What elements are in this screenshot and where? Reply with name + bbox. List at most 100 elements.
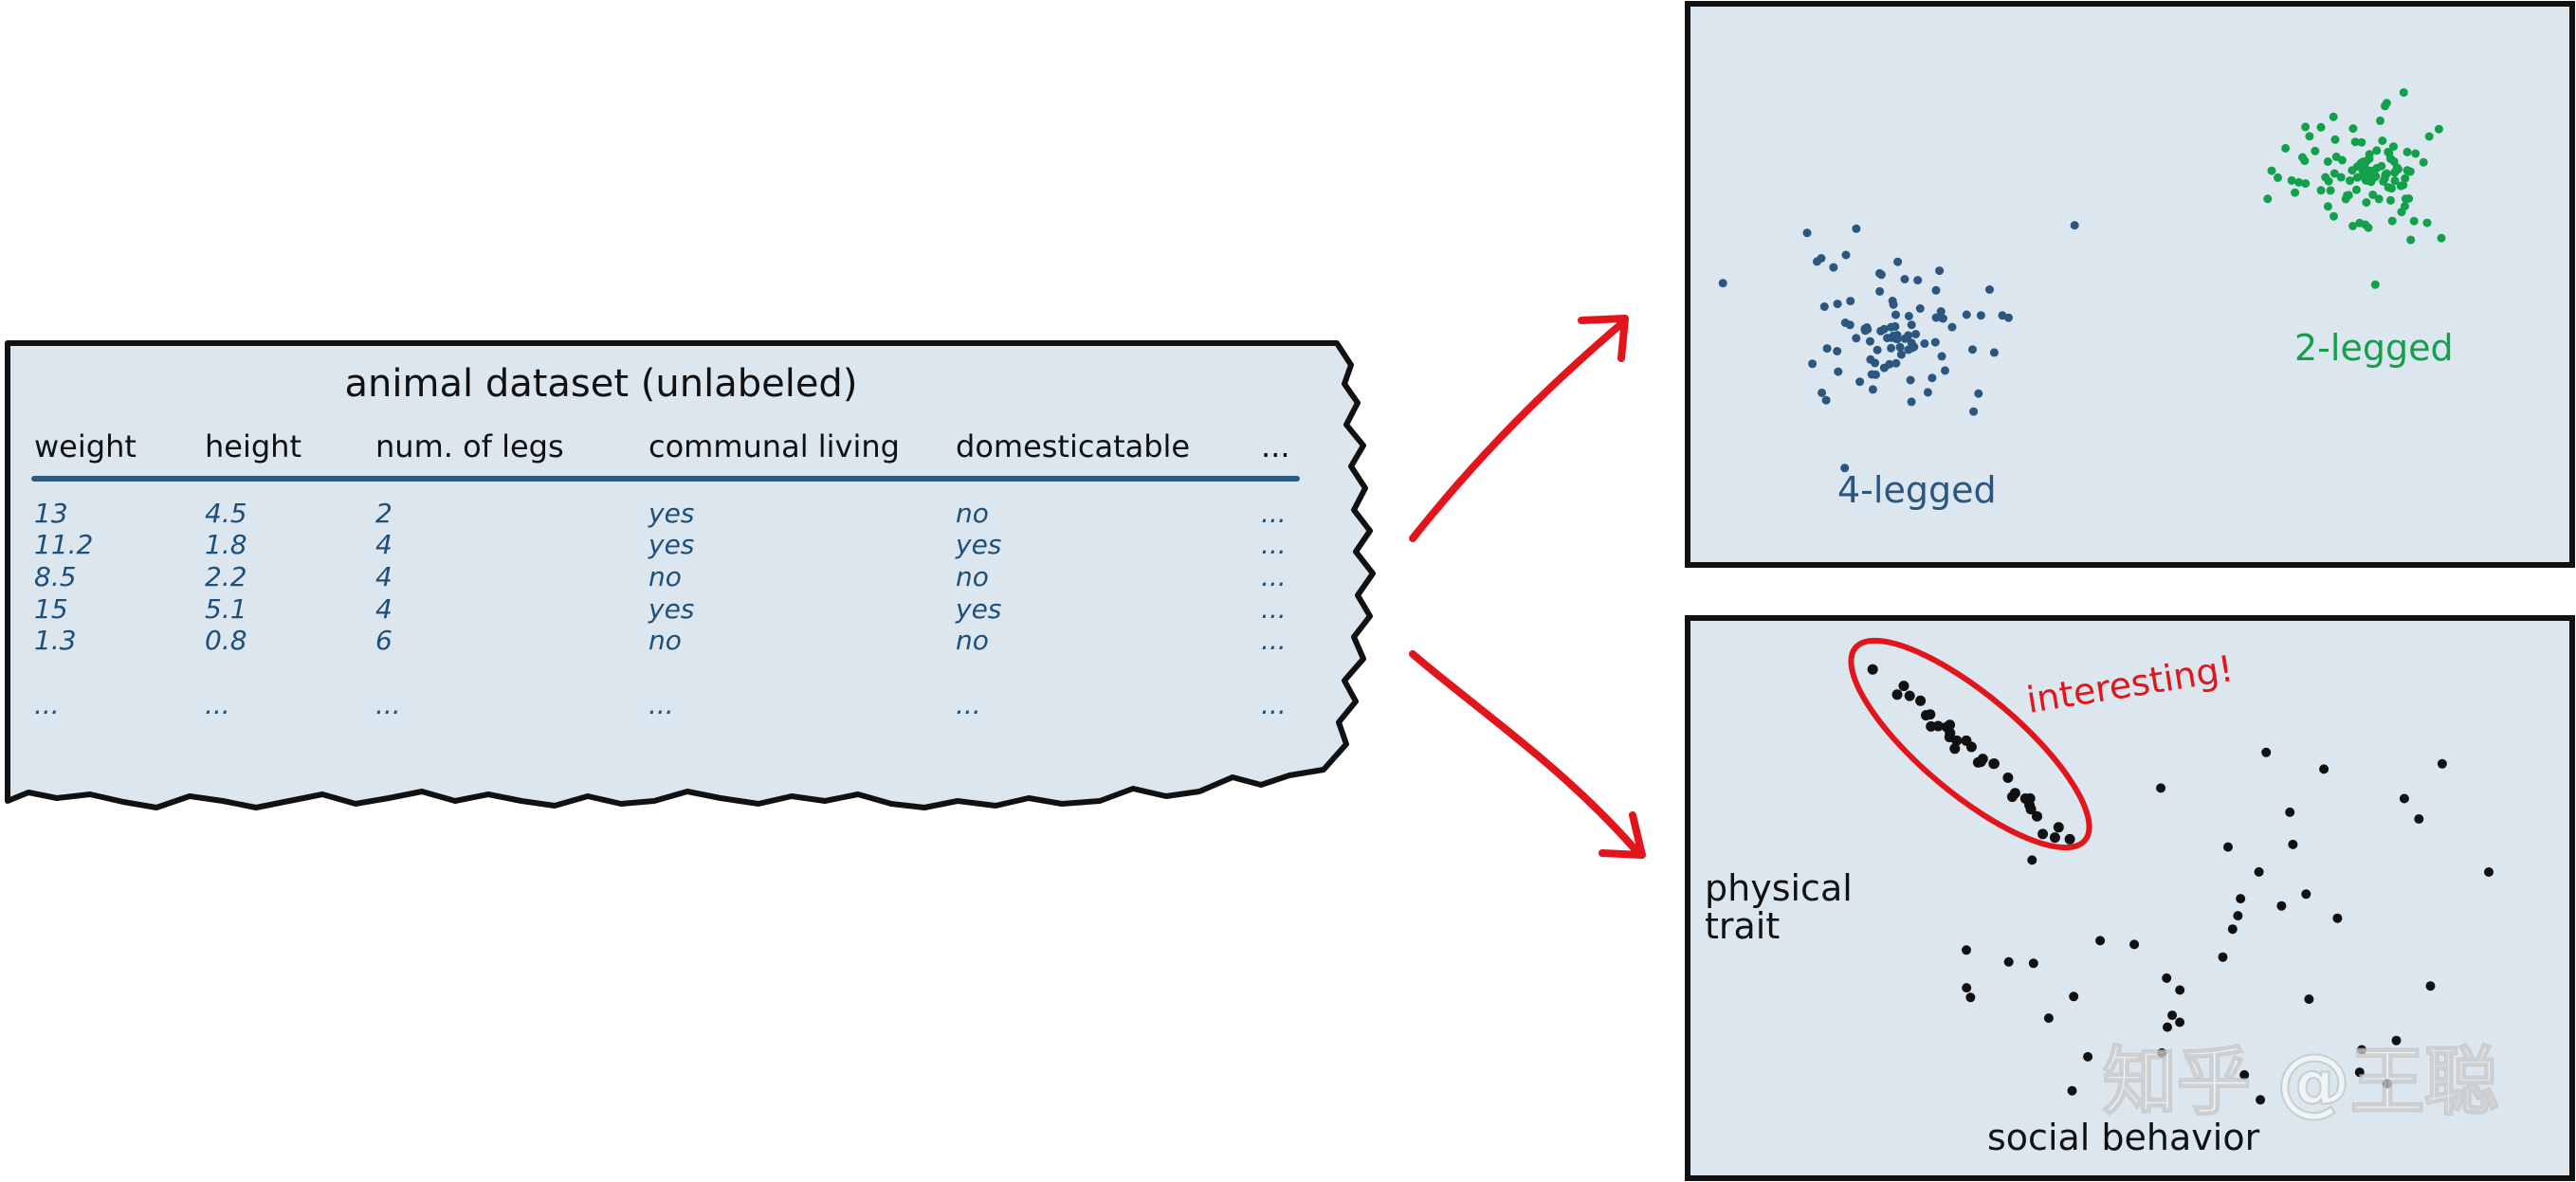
cluster-point	[1923, 388, 1932, 397]
table-cell: 4.5	[205, 498, 247, 529]
cluster-point	[1962, 310, 1971, 319]
scatter-point	[2028, 958, 2038, 969]
cluster-point	[1927, 373, 1937, 383]
correlated-point	[2032, 810, 2042, 822]
cluster-point	[1896, 350, 1906, 359]
scatter-point	[2288, 839, 2298, 849]
cluster-point	[1968, 345, 1977, 355]
cluster-point	[1885, 359, 1894, 369]
table-cell: 0.8	[205, 625, 247, 656]
cluster-point	[2402, 147, 2412, 156]
cluster-point	[2316, 186, 2326, 195]
scatter-point	[2157, 1047, 2167, 1058]
cluster-point	[2350, 137, 2360, 147]
cluster-point	[2376, 116, 2384, 125]
scatter-point	[2332, 913, 2343, 923]
cluster-point	[2399, 88, 2408, 98]
table-cell: yes	[648, 498, 694, 529]
scatter-point	[2354, 1067, 2365, 1078]
cluster-point	[2291, 188, 2300, 197]
cluster-point	[2352, 173, 2362, 182]
cluster-point	[1821, 395, 1831, 405]
cluster-point	[1907, 397, 1916, 407]
cluster-point	[2379, 177, 2388, 186]
header-communal-living: communal living	[649, 428, 900, 464]
cluster-point	[2372, 146, 2382, 155]
scatter-point	[2285, 807, 2295, 817]
correlated-point	[2037, 828, 2049, 840]
cluster-point	[1930, 337, 1940, 347]
cluster-two-legged	[2263, 88, 2446, 289]
correlated-point	[2053, 822, 2064, 833]
cluster-point	[1852, 224, 1861, 233]
cluster-point	[1892, 331, 1902, 339]
scatter-point	[2218, 952, 2228, 962]
correlated-point	[1921, 710, 1931, 721]
cluster-point	[2329, 112, 2338, 121]
cluster-point	[2348, 124, 2358, 134]
cluster-point	[1829, 263, 1838, 272]
header-num-legs: num. of legs	[375, 428, 564, 464]
scatter-point	[1965, 992, 1976, 1003]
cluster-point	[2294, 177, 2304, 187]
cluster-point	[2070, 221, 2079, 230]
cluster-point	[2274, 173, 2282, 182]
cluster-point	[2300, 156, 2310, 166]
cluster-point	[1906, 375, 1915, 385]
table-headers: weight height num. of legs communal livi…	[34, 428, 1290, 464]
arrow-to-traits-panel	[1409, 650, 1646, 859]
cluster-point	[1852, 334, 1861, 343]
scatter-point	[2069, 991, 2079, 1002]
cluster-point	[2346, 176, 2354, 186]
cluster-point	[2004, 313, 2013, 322]
cluster-point	[1817, 254, 1826, 263]
table-cell: ...	[34, 689, 60, 720]
label-two-legged: 2-legged	[2294, 327, 2454, 369]
scatter-point	[2276, 900, 2287, 911]
correlated-point	[1972, 756, 1983, 768]
cluster-point	[1891, 358, 1901, 368]
cluster-point	[1845, 320, 1854, 330]
cluster-point	[2374, 194, 2384, 204]
cluster-point	[2364, 223, 2373, 232]
y-axis-label-line1: physical	[1705, 867, 1853, 909]
header-more: ...	[1261, 428, 1290, 464]
cluster-point	[1985, 285, 1994, 294]
cluster-point	[1875, 268, 1884, 278]
cluster-point	[1969, 407, 1979, 416]
cluster-point	[1895, 342, 1905, 352]
scatter-point	[2129, 939, 2140, 950]
correlated-point	[1949, 743, 1961, 755]
scatter-point	[2227, 924, 2238, 935]
cluster-point	[2396, 181, 2405, 191]
table-cell: 5.1	[205, 593, 247, 625]
scatter-point	[2261, 747, 2272, 757]
cluster-point	[1904, 331, 1913, 340]
cluster-point	[2390, 176, 2400, 186]
cluster-point	[1900, 275, 1909, 283]
cluster-point	[1915, 304, 1925, 313]
table-cell: no	[956, 561, 989, 592]
correlated-point	[1941, 721, 1952, 733]
scatter-point	[2239, 1070, 2250, 1080]
correlated-point	[2002, 773, 2014, 783]
cluster-point	[1834, 367, 1843, 376]
table-cell: yes	[648, 593, 694, 625]
cluster-point	[1947, 322, 1957, 332]
correlated-point	[1944, 732, 1955, 743]
cluster-point	[1989, 348, 1999, 357]
cluster-point	[2378, 136, 2387, 145]
cluster-point	[2329, 211, 2338, 221]
scatter-point	[2254, 866, 2264, 877]
cluster-point	[1920, 339, 1929, 348]
table-cell: ...	[1261, 529, 1287, 560]
scatter-point	[2175, 985, 2185, 995]
scatter-point	[2382, 1079, 2392, 1089]
table-cell: 2.2	[205, 561, 247, 592]
cluster-point	[2263, 194, 2273, 204]
scatter-point	[2163, 1022, 2172, 1032]
